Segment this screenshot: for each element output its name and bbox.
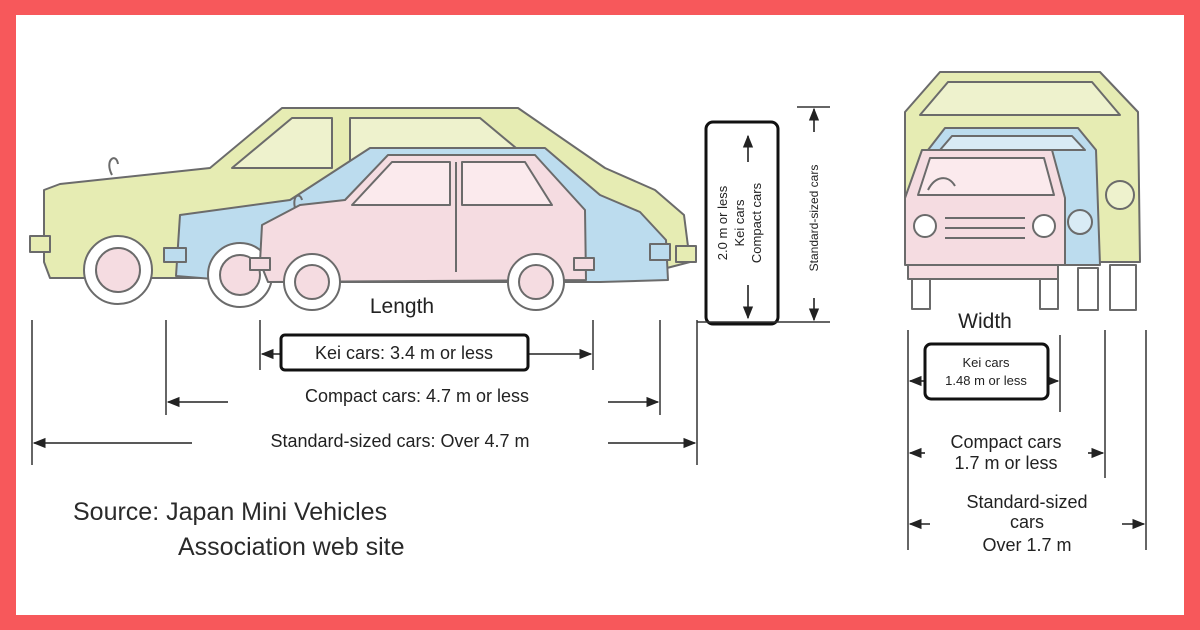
kei-car-front (904, 149, 1066, 310)
length-label: Length (370, 295, 434, 318)
standard-width-text-3: Over 1.7 m (982, 535, 1071, 555)
kei-length-text: Kei cars: 3.4 m or less (315, 343, 493, 363)
standard-length-text: Standard-sized cars: Over 4.7 m (270, 431, 529, 451)
kei-width-dimension: Kei cars 1.48 m or less (908, 342, 1060, 401)
compact-length-text: Compact cars: 4.7 m or less (305, 386, 529, 406)
height-limit-text: 2.0 m or less (715, 185, 730, 260)
kei-length-dimension: Kei cars: 3.4 m or less (260, 333, 593, 372)
length-extension-lines (31, 320, 698, 465)
compact-width-text-2: 1.7 m or less (954, 453, 1057, 473)
kei-width-text-1: Kei cars (963, 355, 1010, 370)
compact-width-dimension: Compact cars 1.7 m or less (908, 432, 1105, 473)
source-line-1: Source: Japan Mini Vehicles (73, 498, 387, 526)
standard-width-text-2: cars (1010, 512, 1044, 532)
height-standard-text: Standard-sized cars (807, 165, 821, 272)
width-extension-lines (907, 330, 1147, 550)
height-kei-compact-box: 2.0 m or less Kei cars Compact cars (704, 120, 780, 326)
standard-width-dimension: Standard-sized cars Over 1.7 m (908, 492, 1146, 555)
kei-car-side (249, 154, 595, 311)
width-label: Width (958, 310, 1012, 333)
kei-width-text-2: 1.48 m or less (945, 373, 1027, 388)
standard-length-dimension: Standard-sized cars: Over 4.7 m (32, 431, 697, 451)
source-line-2: Association web site (178, 533, 405, 561)
height-standard-dimension: Standard-sized cars (697, 106, 830, 323)
standard-width-text-1: Standard-sized (966, 492, 1087, 512)
compact-length-dimension: Compact cars: 4.7 m or less (166, 386, 660, 408)
height-compact-text: Compact cars (749, 182, 764, 263)
height-kei-text: Kei cars (732, 199, 747, 246)
compact-width-text-1: Compact cars (950, 432, 1061, 452)
